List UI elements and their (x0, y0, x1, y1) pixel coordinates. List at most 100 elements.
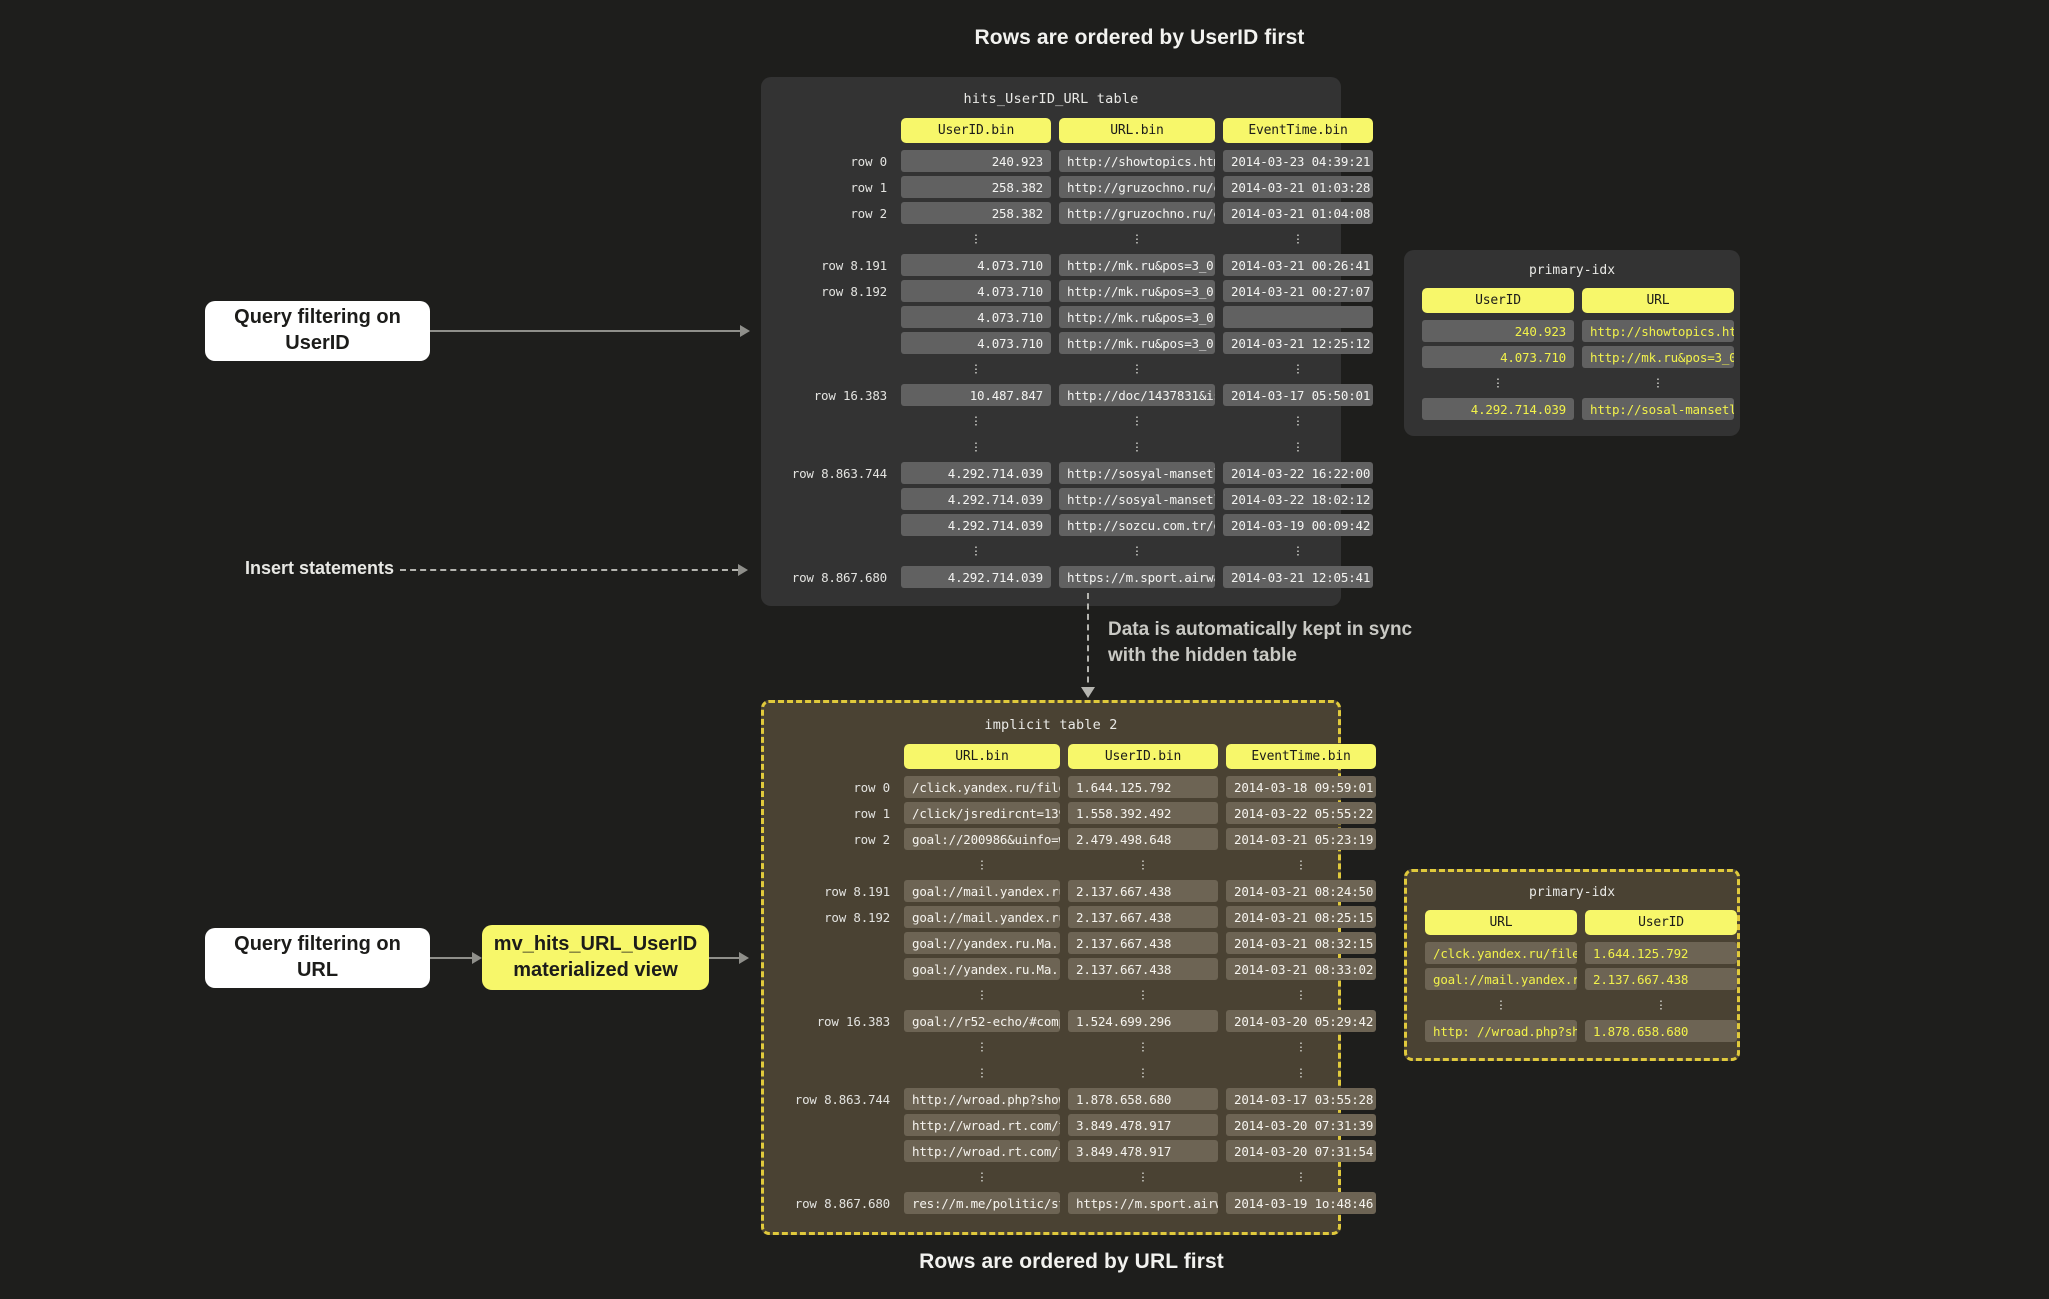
row-label: row 16.383 (813, 387, 887, 403)
table-cell: 2.479.498.648 (1068, 828, 1218, 850)
table-cell: goal://200986&uinfo=wn-1... (904, 828, 1060, 850)
table-row: row 2goal://200986&uinfo=wn-1...2.479.49… (788, 828, 1376, 850)
table-cell: 1.878.658.680 (1585, 1020, 1737, 1042)
table-ellipsis-row: ⋮⋮⋮ (785, 358, 1317, 380)
table-row: goal://mail.yandex.ru/Ma...2.137.667.438 (1425, 968, 1737, 990)
table-row: row 1/click/jsredircnt=1395412...1.558.3… (788, 802, 1376, 824)
row-label: row 0 (850, 153, 887, 169)
table-cell: http://mk.ru&pos=3_0 (1059, 332, 1215, 354)
column-header[interactable]: URL (1582, 288, 1734, 313)
column-header[interactable]: URL.bin (1059, 118, 1215, 143)
arrow-query-url-line (430, 957, 474, 959)
ellipsis-icon: ⋮ (1291, 544, 1305, 558)
table-cell: 4.292.714.039 (901, 488, 1051, 510)
table-cell: http://sozcu.com.tr/oaut (1059, 514, 1215, 536)
table-ellipsis-row: ⋮⋮ (1425, 994, 1719, 1016)
table-grid: UserID.bin URL.bin EventTime.bin row 0 240.9… (785, 118, 1373, 588)
ellipsis-icon: ⋮ (1291, 232, 1305, 246)
table-cell: 240.923 (901, 150, 1051, 172)
column-header[interactable]: EventTime.bin (1226, 744, 1376, 769)
ellipsis-icon: ⋮ (1294, 858, 1308, 872)
callout-query-filtering-userid[interactable]: Query filtering on UserID (205, 301, 430, 361)
ellipsis-icon: ⋮ (1291, 440, 1305, 454)
column-header[interactable]: URL.bin (904, 744, 1060, 769)
ellipsis-icon: ⋮ (1491, 376, 1505, 390)
table-cell: http://mk.ru&pos=3_0 (1059, 280, 1215, 302)
table-cell: 2014-03-21 00:27:07 (1223, 280, 1373, 302)
arrow-query-userid-line (430, 330, 740, 332)
ellipsis-icon: ⋮ (969, 544, 983, 558)
ellipsis-icon: ⋮ (975, 988, 989, 1002)
table-cell: 2014-03-20 07:31:39 (1226, 1114, 1376, 1136)
table-cell (1223, 306, 1373, 328)
table-ellipsis-row: ⋮⋮⋮ (785, 410, 1317, 432)
column-header[interactable]: URL (1425, 910, 1577, 935)
table-ellipsis-row: ⋮⋮⋮ (788, 854, 1314, 876)
table-row: /clck.yandex.ru/file.com...1.644.125.792 (1425, 942, 1737, 964)
table-row: row 16.383goal://r52-echo/#compose...1.5… (788, 1010, 1376, 1032)
table-row: row 8.867.680res://m.me/politic/stati...… (788, 1192, 1376, 1214)
table-cell: http://wroad.php?show/7... (904, 1088, 1060, 1110)
table-row: 240.923http://showtopics.html%3... (1422, 320, 1734, 342)
table-cell: goal://yandex.ru.Ma... (904, 932, 1060, 954)
ellipsis-icon: ⋮ (1651, 376, 1665, 390)
table-row: row 1258.382http://gruzochno.ru/ekat...2… (785, 176, 1373, 198)
table-row: row 2258.382http://gruzochno.ru/ekat...2… (785, 202, 1373, 224)
table-row: http: //wroad.php?show/7... 1.878.658.680 (1425, 1020, 1737, 1042)
ellipsis-icon: ⋮ (1130, 362, 1144, 376)
callout-materialized-view[interactable]: mv_hits_URL_UserID materialized view (482, 925, 709, 990)
table-cell: 2.137.667.438 (1068, 958, 1218, 980)
table-row: http://wroad.rt.com/tr/...3.849.478.9172… (788, 1114, 1376, 1136)
row-label: row 8.863.744 (791, 465, 887, 481)
table-cell: /clck.yandex.ru/file.com... (1425, 942, 1577, 964)
table-ellipsis-row: ⋮⋮⋮ (788, 1062, 1314, 1084)
arrow-mv-line (709, 957, 741, 959)
column-header[interactable]: UserID (1422, 288, 1574, 313)
table-cell: 258.382 (901, 176, 1051, 198)
table-cell: 3.849.478.917 (1068, 1114, 1218, 1136)
table-row: row 8.191goal://mail.yandex.ru/Ma...2.13… (788, 880, 1376, 902)
ellipsis-icon: ⋮ (1136, 1170, 1150, 1184)
table-ellipsis-row: ⋮⋮⋮ (788, 1036, 1314, 1058)
table-cell: 3.849.478.917 (1068, 1140, 1218, 1162)
table-cell: 2014-03-17 05:50:01 (1223, 384, 1373, 406)
table-cell: goal://yandex.ru.Ma... (904, 958, 1060, 980)
arrow-query-userid-head (740, 325, 750, 337)
table-ellipsis-row: ⋮⋮⋮ (785, 540, 1317, 562)
table-cell: 2014-03-22 16:22:00 (1223, 462, 1373, 484)
table-cell: http://gruzochno.ru/ekat... (1059, 202, 1215, 224)
table-cell: 2.137.667.438 (1068, 906, 1218, 928)
table-cell: goal://r52-echo/#compose... (904, 1010, 1060, 1032)
column-header[interactable]: UserID (1585, 910, 1737, 935)
ellipsis-icon: ⋮ (1130, 440, 1144, 454)
table-cell: https://m.sport.airway/? (1068, 1192, 1218, 1214)
table-cell: 2014-03-21 12:25:12 (1223, 332, 1373, 354)
table-cell: 1.878.658.680 (1068, 1088, 1218, 1110)
row-label: row 8.867.680 (791, 569, 887, 585)
table-cell: 1.644.125.792 (1068, 776, 1218, 798)
callout-query-filtering-url[interactable]: Query filtering on URL (205, 928, 430, 988)
arrow-insert-head (738, 564, 748, 576)
column-header[interactable]: UserID.bin (1068, 744, 1218, 769)
table-cell: http: //wroad.php?show/7... (1425, 1020, 1577, 1042)
ellipsis-icon: ⋮ (969, 440, 983, 454)
table-cell: http://sosyal-mansetleri... (1059, 462, 1215, 484)
table-header-row: UserID URL (1422, 288, 1734, 313)
column-header[interactable]: UserID.bin (901, 118, 1051, 143)
table-cell: http://mk.ru&pos=3_0 (1059, 306, 1215, 328)
table-cell: 2014-03-21 00:26:41 (1223, 254, 1373, 276)
arrow-mv-head (739, 952, 749, 964)
column-header[interactable]: EventTime.bin (1223, 118, 1373, 143)
table-cell: http://gruzochno.ru/ekat... (1059, 176, 1215, 198)
table-row: row 0/click.yandex.ru/file.co ...1.644.1… (788, 776, 1376, 798)
table-cell: 1.524.699.296 (1068, 1010, 1218, 1032)
ellipsis-icon: ⋮ (1136, 1040, 1150, 1054)
table-cell: goal://mail.yandex.ru/Ma... (904, 906, 1060, 928)
